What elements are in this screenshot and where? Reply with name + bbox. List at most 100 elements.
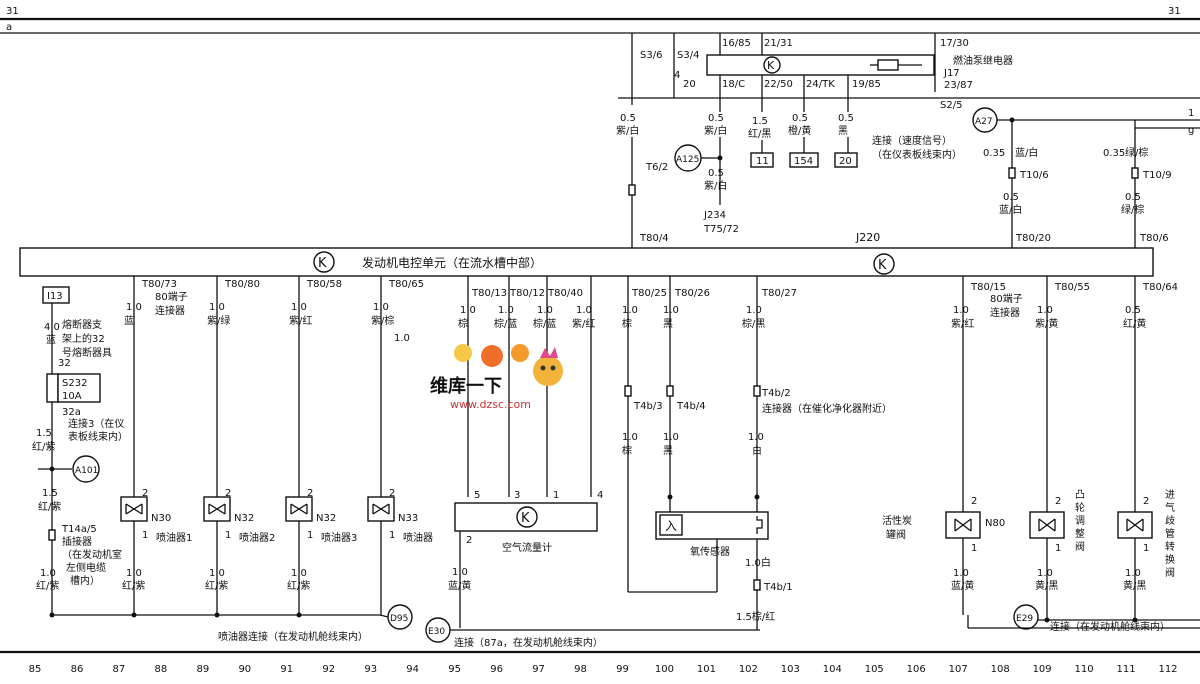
a27-branch: A27 1 g 连接（速度信号） （在仪表板线束内） 0.35 蓝/白 T10/…: [872, 107, 1200, 248]
wire-color: 紫/白: [704, 124, 727, 137]
connector-pin: [628, 184, 636, 196]
pin-label: T80/58: [306, 279, 342, 290]
corner-label-right: 31: [1168, 6, 1181, 17]
injector-code: N30: [151, 513, 171, 524]
e29-label: E29: [1016, 614, 1033, 624]
relay-coil-icon: [877, 59, 899, 71]
pin-label: T80/13: [471, 288, 507, 299]
t14a-5-label: T14a/5: [61, 524, 97, 535]
wire-size: 1.0: [126, 568, 142, 579]
ruler-number: 112: [1158, 664, 1177, 675]
injector-code: N32: [234, 513, 254, 524]
ref-box: [750, 152, 774, 168]
t4b-label: T4b/2: [761, 388, 791, 399]
a125-label: A125: [676, 155, 699, 165]
heater-icon: [756, 516, 763, 534]
pin-num: 2: [225, 488, 231, 499]
wire-color: 绿/棕: [1125, 146, 1148, 159]
wire-size: 1.0: [663, 305, 679, 316]
fuel-pump-relay: 16/85 21/31 17/30 K 燃油泵继电器 J17 23/87 18/…: [618, 33, 1200, 112]
t80-20-label: T80/20: [1015, 233, 1051, 244]
ruler-number: 103: [781, 664, 800, 675]
wire-size: 1.0: [291, 568, 307, 579]
t14-desc: （在发动机室: [62, 548, 122, 561]
corner-label-left-sub: a: [6, 22, 12, 33]
valve-coil-icon: [1038, 518, 1056, 532]
d95-label: D95: [390, 614, 408, 624]
pin-label: T80/15: [970, 282, 1006, 293]
injector-label: 喷油器3: [321, 531, 357, 544]
injector-coil-icon: [290, 503, 308, 515]
wire-color: 红/黄: [1123, 317, 1146, 330]
mass-air-k-icon: [516, 506, 538, 528]
wire-color: 红/紫: [32, 440, 55, 453]
d95-desc: 喷油器连接（在发动机舱线束内）: [218, 630, 368, 643]
wire-color: 黑: [838, 125, 848, 137]
valve-code: N80: [985, 518, 1005, 529]
connector-pin: [753, 579, 761, 591]
t4b1-label: T4b/1: [763, 582, 793, 593]
wire-size: 0.5: [708, 168, 724, 179]
pin-num: 1: [389, 530, 395, 541]
wire-size: 1.5: [42, 488, 58, 499]
pin-label: T80/26: [674, 288, 710, 299]
e30-desc: 连接（87a，在发动机舱线束内）: [454, 636, 603, 649]
relay-pin-24-tk: 24/TK: [806, 79, 835, 90]
pin-label: T80/64: [1142, 282, 1178, 293]
wire-color: 紫/红: [572, 317, 595, 330]
wire-color: 紫/红: [951, 317, 974, 330]
t4b-label: T4b/4: [676, 401, 706, 412]
pin-num: 2: [142, 488, 148, 499]
e29-node: [1013, 604, 1039, 630]
valve-label: 活性炭: [882, 514, 912, 527]
ruler-number: 108: [991, 664, 1010, 675]
pin-label: T80/65: [388, 279, 424, 290]
fuse-desc: 号熔断器具: [62, 346, 112, 359]
wire-color: 红/黑: [748, 127, 771, 140]
t80-6-label: T80/6: [1139, 233, 1169, 244]
t80-4-label: T80/4: [639, 233, 669, 244]
pin-num: 2: [389, 488, 395, 499]
e30-label: E30: [428, 627, 445, 637]
relay-pin-22-50: 22/50: [764, 79, 793, 90]
wire-size: 1.0: [1037, 568, 1053, 579]
j234-label: J234: [703, 210, 726, 221]
ref-box-label: 154: [794, 156, 813, 167]
ref-box-label: 20: [839, 156, 852, 167]
a27-desc-2: （在仪表板线束内）: [872, 148, 962, 161]
wire-color: 蓝/黄: [951, 579, 974, 592]
fuse-rating: 10A: [62, 391, 82, 402]
wire-size: 4.0: [44, 322, 60, 333]
a27-desc-1: 连接（速度信号）: [872, 134, 952, 147]
injector-label: 喷油器2: [239, 531, 275, 544]
valve-coil-icon: [1126, 518, 1144, 532]
o2-label: 氧传感器: [690, 545, 730, 558]
wire-size: 1.0: [953, 305, 969, 316]
pin-label: T80/80: [224, 279, 260, 290]
o2-in-box: [659, 514, 683, 536]
e29-desc: 连接（在发动机舱线束内）: [1050, 620, 1170, 633]
wire-size: 1.0: [746, 305, 762, 316]
ruler-number: 102: [739, 664, 758, 675]
ecu-left-k-icon: [313, 251, 335, 273]
fuse-conn: 连接3（在仪: [68, 417, 124, 430]
wire-color: 红/紫: [38, 500, 61, 513]
a101-label: A101: [75, 466, 98, 476]
injector-code: N33: [398, 513, 418, 524]
wire-size: 0.5: [1125, 305, 1141, 316]
pin-num: 1: [1055, 543, 1061, 554]
ecu-right-k-icon: [873, 253, 895, 275]
wire-size: 1.0: [126, 302, 142, 313]
ruler-number: 95: [448, 664, 461, 675]
t14-desc: 插接器: [62, 535, 92, 548]
ruler-number: 91: [280, 664, 293, 675]
wire-size: 1.0: [1125, 568, 1141, 579]
ruler-number: 107: [949, 664, 968, 675]
wire-size: 1.0: [498, 305, 514, 316]
pin-num: 2: [466, 535, 472, 546]
mascot-icon: [533, 356, 563, 386]
pin-num: 2: [971, 496, 977, 507]
watermark-url: www.dzsc.com: [450, 398, 531, 411]
ruler-number: 92: [322, 664, 335, 675]
valve-label: 罐阀: [886, 528, 906, 541]
